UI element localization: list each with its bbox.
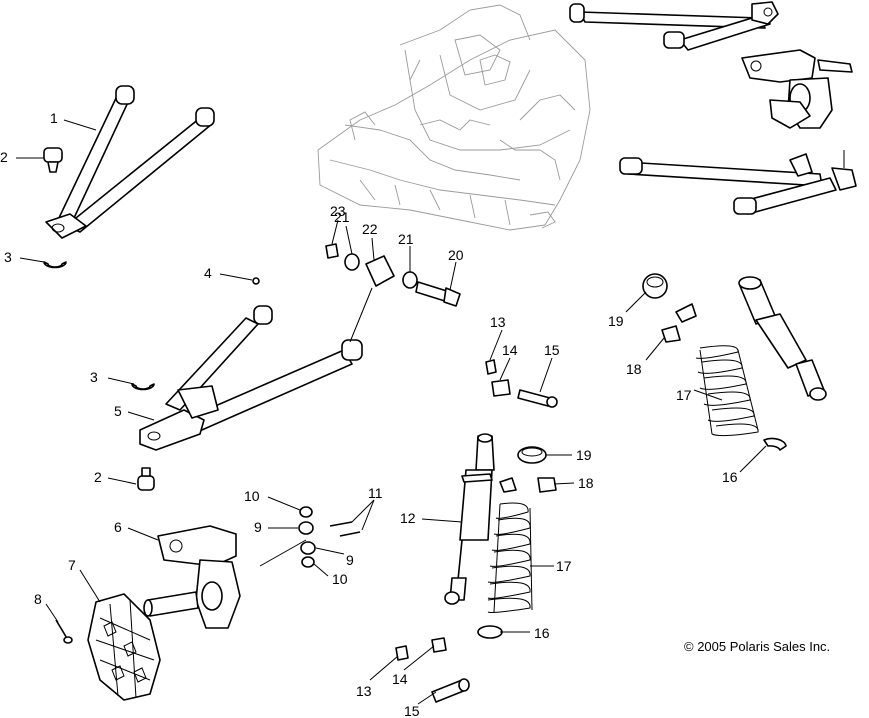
bushing-hardware-top: [325, 243, 461, 343]
upper-a-arm-right: [569, 1, 779, 51]
callout-3: 3: [4, 249, 12, 265]
callout-7: 7: [68, 557, 76, 573]
callout-3: 3: [90, 369, 98, 385]
coil-spring-right: [695, 345, 759, 437]
ball-joint-lower: [137, 467, 155, 491]
circlip-upper: [43, 261, 67, 269]
callout-4: 4: [204, 265, 212, 281]
callout-13: 13: [490, 314, 506, 330]
callout-9: 9: [346, 552, 354, 568]
callout-18: 18: [578, 475, 594, 491]
hardware-9-10-11: [259, 506, 361, 568]
grease-fitting: [252, 277, 260, 285]
shock-absorber-right: [738, 276, 827, 401]
callout-14: 14: [392, 671, 408, 687]
upper-a-arm-left: [45, 85, 215, 239]
spring-retainers-right: [642, 273, 787, 451]
callout-11: 11: [368, 485, 383, 501]
callout-16: 16: [722, 469, 738, 485]
brake-disc-guard: [87, 593, 161, 701]
callout-13: 13: [356, 683, 372, 699]
callout-2: 2: [94, 469, 102, 485]
callout-21: 21: [398, 231, 414, 247]
callout-17: 17: [676, 387, 692, 403]
callout-labels: 1 2 3 4 3 5 2 6 7 8 10 9 9 10 11 12 13 1…: [0, 110, 738, 718]
bushing-hardware-bottom: [395, 637, 470, 703]
callout-6: 6: [114, 519, 122, 535]
callout-8: 8: [34, 591, 42, 607]
callout-10: 10: [332, 571, 348, 587]
callout-15: 15: [404, 703, 420, 718]
callout-23: 23: [330, 203, 346, 219]
callout-15: 15: [544, 342, 560, 358]
spindle-left: [143, 525, 241, 629]
callout-1: 1: [50, 110, 58, 126]
lower-a-arm-right: [619, 150, 857, 215]
callout-16: 16: [534, 625, 550, 641]
callout-17: 17: [556, 558, 572, 574]
callout-10: 10: [244, 488, 260, 504]
ball-joint-upper: [43, 147, 63, 173]
coil-spring-center: [487, 500, 533, 616]
shock-absorber-center: [444, 433, 495, 605]
callout-2: 2: [0, 149, 8, 165]
spindle-right: [741, 49, 853, 129]
vehicle-frame: [317, 4, 591, 231]
callout-19: 19: [608, 313, 624, 329]
leader-lines: [16, 119, 767, 705]
callout-14: 14: [502, 342, 518, 358]
callout-21: 21: [334, 209, 350, 225]
spring-retainers-center: [477, 446, 557, 639]
callout-22: 22: [362, 221, 378, 237]
bushing-hardware-mid: [485, 359, 558, 408]
callout-20: 20: [448, 247, 464, 263]
callout-5: 5: [114, 403, 122, 419]
screw: [55, 619, 73, 644]
callout-9: 9: [254, 519, 262, 535]
copyright-notice: © 2005 Polaris Sales Inc.: [684, 639, 830, 654]
callout-12: 12: [400, 510, 416, 526]
callout-18: 18: [626, 361, 642, 377]
lower-a-arm-left: [139, 305, 363, 451]
circlip-lower: [131, 383, 155, 391]
callout-19: 19: [576, 447, 592, 463]
